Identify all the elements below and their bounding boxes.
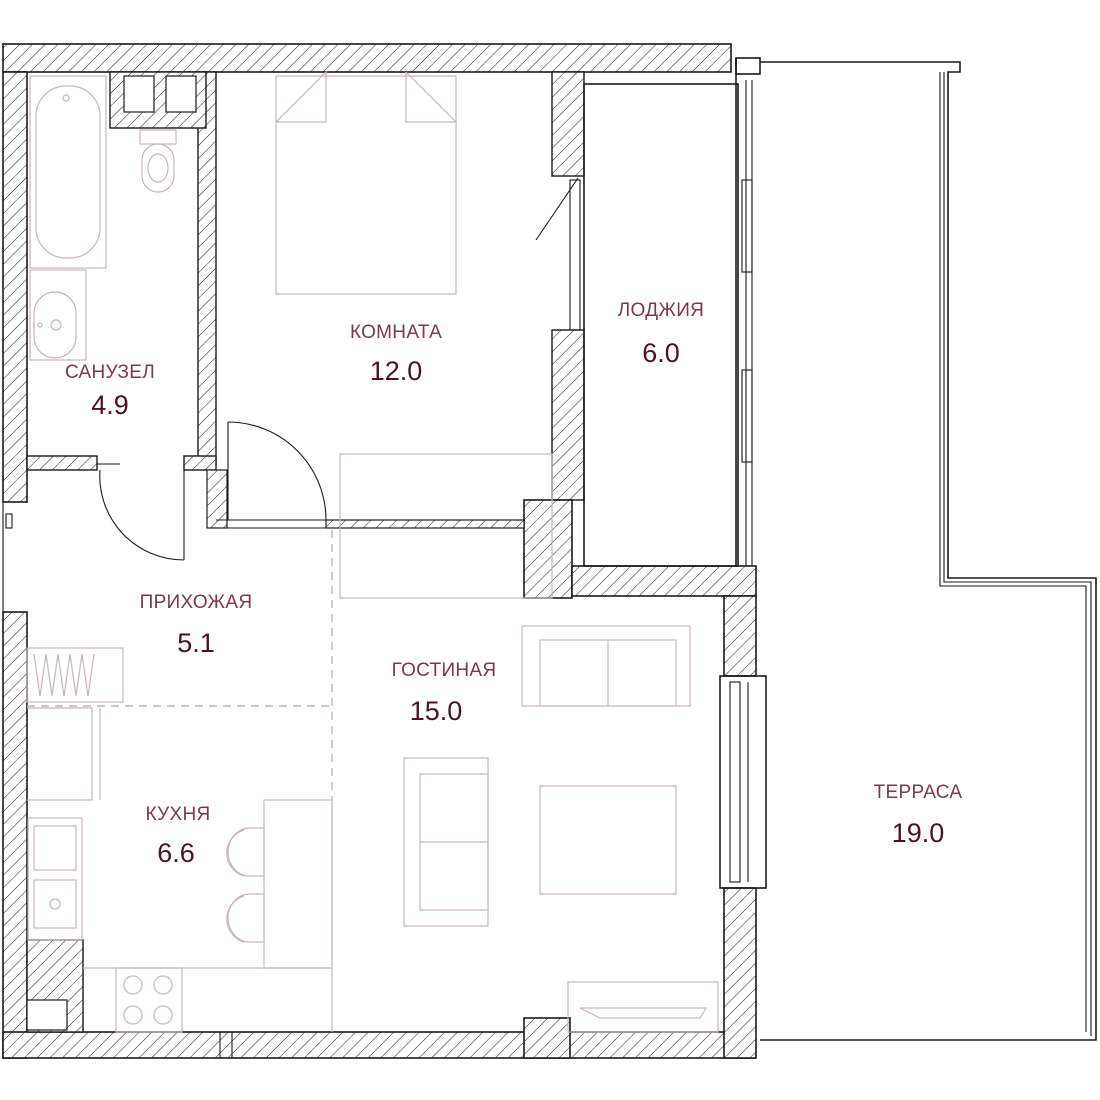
sofa-icon <box>521 625 691 707</box>
room-name: ТЕРРАСА <box>874 782 963 803</box>
room-name: САНУЗЕЛ <box>65 362 155 383</box>
terrace-outline <box>760 61 1097 1041</box>
bathroom-sink-icon <box>29 269 87 361</box>
room-name: ПРИХОЖАЯ <box>140 592 253 613</box>
loggia-door-frame <box>569 179 581 331</box>
loggia-structure <box>535 57 761 567</box>
wardrobe-icon <box>26 647 124 703</box>
doors <box>3 421 327 613</box>
bed-icon <box>275 70 458 295</box>
furniture <box>26 70 719 1033</box>
room-area: 6.6 <box>157 838 195 868</box>
wall-bed-loggia-bottom <box>551 329 585 501</box>
wall-loggia-bottom <box>571 565 757 597</box>
wall-living-right-lower <box>723 887 757 1059</box>
room-hallway: ПРИХОЖАЯ 5.1 <box>140 592 253 658</box>
wall-bath-bottom <box>26 455 98 471</box>
wall-bed-loggia-top <box>551 71 585 177</box>
wall-top <box>2 43 732 73</box>
bathtub-icon <box>29 75 107 269</box>
loggia-corner-post <box>735 57 761 75</box>
wall-hall-door-jamb <box>206 469 228 529</box>
room-kitchen: КУХНЯ 6.6 <box>146 804 211 868</box>
bedroom-desk-icon <box>339 453 553 599</box>
wall-left-lower <box>2 611 28 1059</box>
wall-bottom-pillar <box>523 1017 571 1059</box>
walls <box>2 43 757 1059</box>
room-terrace: ТЕРРАСА 19.0 <box>874 782 963 848</box>
wall-bottom <box>2 1031 756 1059</box>
room-area: 15.0 <box>410 696 463 726</box>
loggia-inner-line <box>583 83 739 567</box>
room-name: КУХНЯ <box>146 804 211 825</box>
toilet-icon <box>139 129 177 193</box>
dining-table-icon <box>226 799 333 969</box>
coffee-table-icon <box>539 785 677 895</box>
shaft-bath-inner-1 <box>123 75 155 113</box>
room-labels: САНУЗЕЛ 4.9 КОМНАТА 12.0 ЛОДЖИЯ 6.0 ПРИХ… <box>65 300 962 868</box>
room-area: 6.0 <box>642 338 680 368</box>
room-name: ЛОДЖИЯ <box>618 300 704 321</box>
wall-left-upper <box>2 71 28 503</box>
tv-stand-icon <box>567 981 719 1033</box>
room-bathroom: САНУЗЕЛ 4.9 <box>65 362 155 420</box>
room-living: ГОСТИНАЯ 15.0 <box>392 660 497 726</box>
thin-partitions <box>2 469 326 1058</box>
wall-living-right-upper <box>723 595 757 677</box>
wall-pillar <box>523 499 573 599</box>
room-area: 4.9 <box>91 390 129 420</box>
wall-bed-hall <box>325 519 525 529</box>
room-area: 19.0 <box>892 818 945 848</box>
loggia-glazing-2 <box>741 369 753 463</box>
zone-separators <box>27 530 333 800</box>
armchair-icon <box>403 757 489 927</box>
room-area: 12.0 <box>370 356 423 386</box>
room-name: КОМНАТА <box>350 322 442 343</box>
room-name: ГОСТИНАЯ <box>392 660 497 681</box>
wall-bath-bottom-right <box>183 455 217 471</box>
room-bedroom: КОМНАТА 12.0 <box>350 322 442 386</box>
wall-bath-bed <box>197 71 217 465</box>
room-loggia: ЛОДЖИЯ 6.0 <box>618 300 704 368</box>
room-area: 5.1 <box>177 628 215 658</box>
shaft-bath-inner-2 <box>165 75 197 113</box>
shaft-kitchen-inner <box>26 999 68 1031</box>
loggia-glazing-1 <box>741 179 753 273</box>
living-window <box>719 675 767 889</box>
loggia-door-leaf <box>535 177 579 241</box>
